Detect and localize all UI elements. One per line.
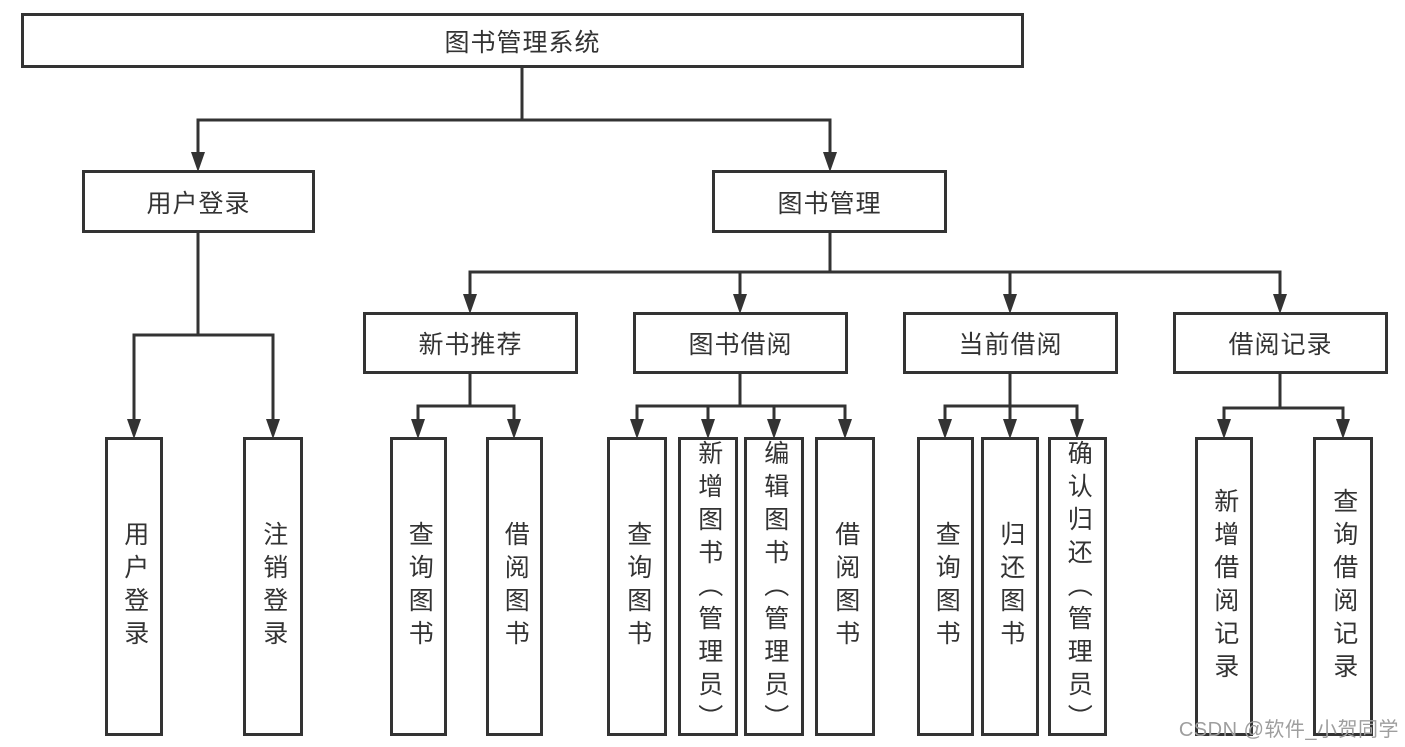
arrowhead-icon	[266, 419, 280, 439]
node-label: 图书借阅	[688, 331, 793, 359]
node-leaf-query-books-recommend: 查询图书	[390, 437, 447, 736]
arrowhead-icon	[1273, 294, 1287, 314]
node-leaf-borrow-books-recommend: 借阅图书	[486, 437, 543, 736]
node-leaf-confirm-return-admin: 确认归还（管理员）	[1048, 437, 1107, 737]
arrowhead-icon	[1003, 294, 1017, 314]
node-leaf-return-books: 归还图书	[981, 437, 1039, 736]
node-label: 新增图书（管理员）	[694, 440, 723, 737]
node-leaf-query-books-borrowing: 查询图书	[607, 437, 667, 736]
arrowhead-icon	[411, 419, 425, 439]
arrowhead-icon	[630, 419, 644, 439]
node-branch-book-borrowing: 图书借阅	[633, 312, 848, 374]
node-leaf-user-login: 用户登录	[105, 437, 163, 736]
arrowhead-icon	[1070, 419, 1084, 439]
arrowhead-icon	[127, 419, 141, 439]
node-leaf-borrow-books-borrowing: 借阅图书	[815, 437, 875, 736]
arrowhead-icon	[838, 419, 852, 439]
node-branch-current-borrowing: 当前借阅	[903, 312, 1118, 374]
node-branch-new-book-recommend: 新书推荐	[363, 312, 578, 374]
node-label: 查询图书	[405, 520, 434, 653]
node-label: 新增借阅记录	[1210, 487, 1239, 686]
arrowhead-icon	[1336, 419, 1350, 439]
node-label: 图书管理	[777, 189, 882, 218]
arrowhead-icon	[767, 419, 781, 439]
arrowhead-icon	[1217, 419, 1231, 439]
arrowhead-icon	[823, 152, 837, 172]
node-label: 归还图书	[996, 520, 1025, 653]
node-label: 查询图书	[623, 520, 652, 653]
node-leaf-add-borrow-record: 新增借阅记录	[1195, 437, 1253, 736]
node-leaf-add-books-admin: 新增图书（管理员）	[678, 437, 738, 737]
arrowhead-icon	[938, 419, 952, 439]
node-label: 用户登录	[146, 189, 251, 218]
node-label: 用户登录	[120, 520, 149, 653]
arrowhead-icon	[701, 419, 715, 439]
node-branch-user-login: 用户登录	[82, 170, 315, 233]
node-label: 新书推荐	[418, 331, 523, 359]
watermark-text: CSDN @软件_小贺同学	[1178, 719, 1399, 741]
node-branch-book-management: 图书管理	[712, 170, 947, 233]
node-label: 编辑图书（管理员）	[760, 440, 789, 737]
node-leaf-edit-books-admin: 编辑图书（管理员）	[744, 437, 804, 737]
node-leaf-logout: 注销登录	[243, 437, 303, 736]
node-label: 当前借阅	[958, 331, 1063, 359]
arrowhead-icon	[507, 419, 521, 439]
arrowhead-icon	[1003, 419, 1017, 439]
node-branch-borrowing-records: 借阅记录	[1173, 312, 1388, 374]
node-label: 查询图书	[932, 520, 961, 653]
node-label: 借阅记录	[1228, 331, 1333, 359]
arrowhead-icon	[463, 294, 477, 314]
arrowhead-icon	[191, 152, 205, 172]
node-root-library-system: 图书管理系统	[21, 13, 1024, 68]
node-label: 注销登录	[259, 520, 288, 653]
arrowhead-icon	[733, 294, 747, 314]
node-label: 确认归还（管理员）	[1064, 440, 1093, 737]
node-leaf-query-books-current: 查询图书	[917, 437, 974, 736]
node-leaf-query-borrow-record: 查询借阅记录	[1313, 437, 1373, 736]
node-label: 借阅图书	[831, 520, 860, 653]
node-label: 图书管理系统	[444, 28, 601, 57]
node-label: 查询借阅记录	[1329, 487, 1358, 686]
node-label: 借阅图书	[501, 520, 530, 653]
